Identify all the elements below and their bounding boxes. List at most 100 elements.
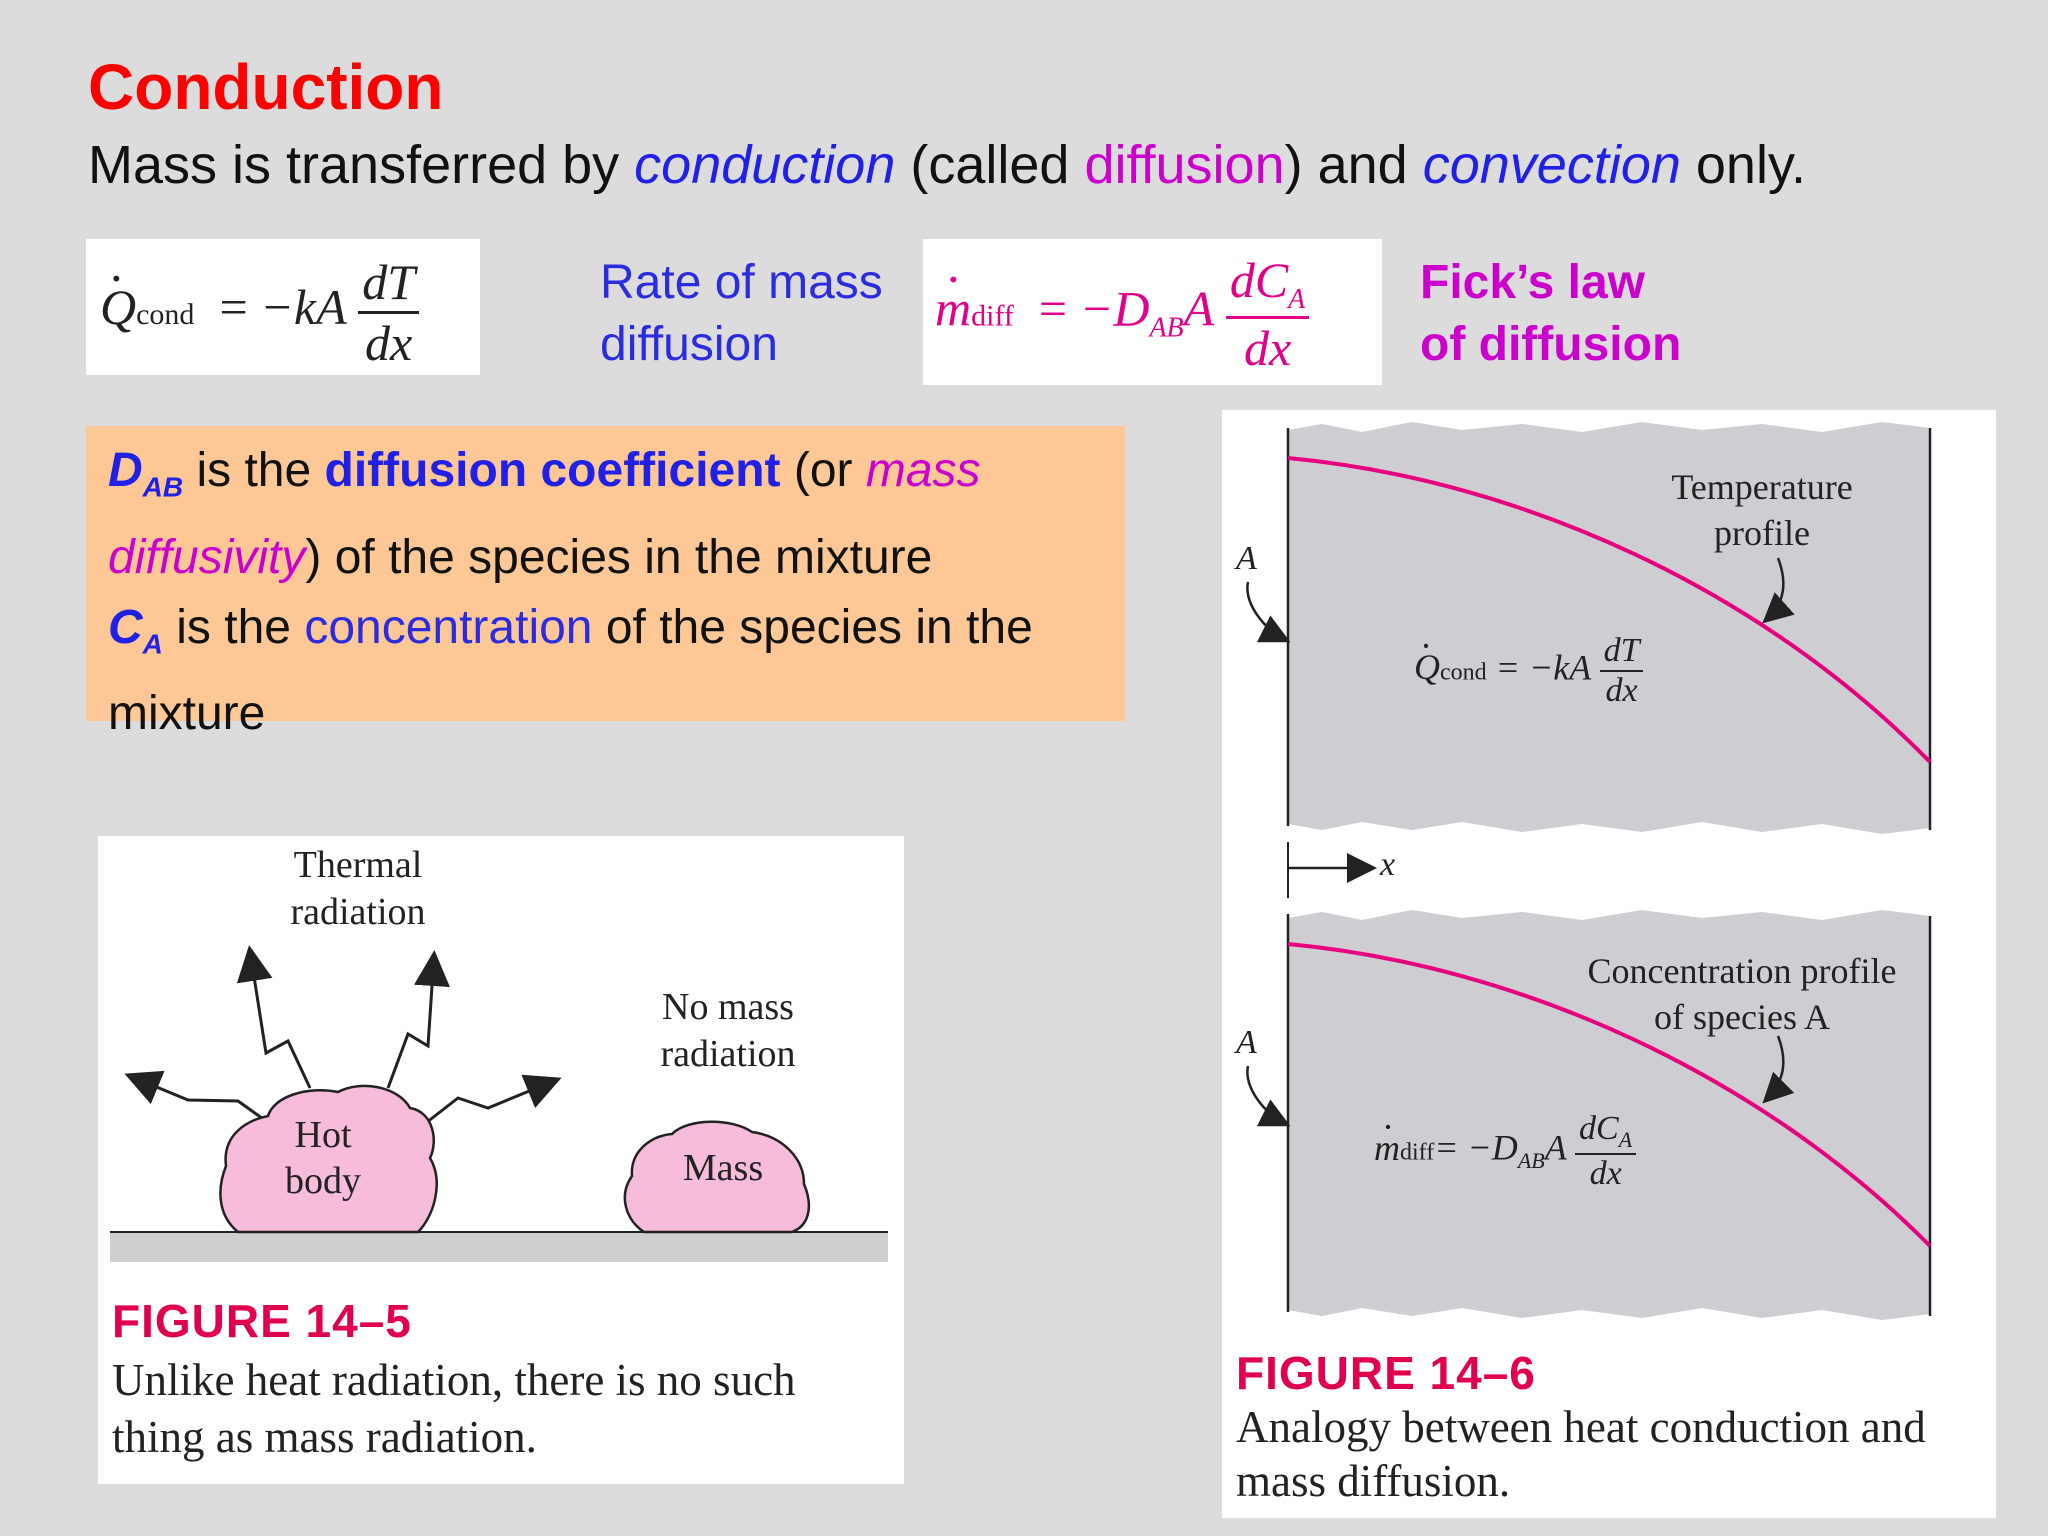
- top-panel-region: [1288, 422, 1930, 834]
- intro-sentence: Mass is transferred by conduction (calle…: [88, 134, 1806, 196]
- mass-eq-num-sub: A: [1288, 284, 1306, 315]
- slide-title: Conduction: [88, 51, 444, 123]
- intro-text-3: ) and: [1284, 135, 1423, 195]
- temperature-pointer-arrow: [1762, 557, 1795, 624]
- d-symbol-sub: AB: [142, 471, 184, 503]
- fig6-caption-line2: mass diffusion.: [1236, 1456, 1511, 1506]
- fig6-caption-line1: Analogy between heat conduction and: [1236, 1402, 1926, 1452]
- hot-line2: body: [285, 1160, 361, 1202]
- fig-heat-rhs: = −kA: [1495, 647, 1591, 688]
- fig-m-dot: m·: [1374, 1106, 1400, 1168]
- d-term: diffusion coefficient: [324, 444, 781, 497]
- area-pointer-bottom: [1246, 1065, 1291, 1127]
- mass-eq-d-sub: AB: [1149, 312, 1184, 344]
- no-mass-line2: radiation: [660, 1033, 796, 1075]
- rate-label-line2: diffusion: [600, 318, 778, 371]
- figure-14-5-id: FIGURE 14–5: [112, 1295, 412, 1347]
- d-text-3: ) of the species in the mixture: [305, 530, 933, 584]
- definition-concentration: CA is the concentration of the species i…: [108, 593, 1105, 750]
- fig-mass-num-sub: A: [1618, 1126, 1633, 1152]
- c-symbol: C: [108, 600, 143, 654]
- figure-14-5: Thermal radiation No mass radiation Hot …: [98, 836, 904, 1484]
- concentration-profile-label: Concentration profile of species A: [1572, 948, 1912, 1040]
- q-dot-symbol: Q·: [100, 249, 137, 335]
- fig-mass-rhs: = −D: [1434, 1127, 1518, 1168]
- mass-eq-num-wrap: dCA: [1225, 251, 1310, 319]
- conc-label-line1: Concentration profile: [1587, 951, 1897, 991]
- temperature-profile-curve: [1287, 456, 1932, 764]
- ficks-line1: Fick’s law: [1420, 256, 1645, 309]
- concentration-profile-curve: [1287, 942, 1932, 1248]
- figure-14-5-caption: Unlike heat radiation, there is no such …: [112, 1352, 902, 1466]
- d-alt: mass diffusivity: [108, 444, 981, 584]
- bottom-panel-region: [1288, 910, 1930, 1320]
- thermal-radiation-label: Thermal radiation: [268, 842, 448, 936]
- ficks-line2: of diffusion: [1420, 318, 1682, 371]
- hot-line1: Hot: [294, 1114, 352, 1156]
- mass-eq-num: dC: [1229, 252, 1289, 308]
- figure-14-6-illustration: [1246, 422, 1932, 1320]
- fig-mass-a: A: [1544, 1127, 1567, 1168]
- mass-label: Mass: [682, 1147, 764, 1189]
- thermal-line2: radiation: [290, 891, 426, 933]
- fig-mass-rhs-sub: AB: [1517, 1147, 1545, 1173]
- figure-14-6: A A x Temperature profile Concentration …: [1222, 410, 1996, 1518]
- ground-surface: [110, 1232, 888, 1262]
- concentration-pointer-arrow: [1762, 1035, 1795, 1104]
- temp-label-line1: Temperature: [1671, 467, 1853, 507]
- c-term: concentration: [304, 600, 593, 654]
- thermal-line1: Thermal: [293, 844, 423, 886]
- no-mass-line1: No mass: [662, 986, 794, 1028]
- heat-eq-den: dx: [365, 315, 413, 371]
- rate-label-line1: Rate of mass: [600, 256, 883, 309]
- heat-eq-sub: cond: [136, 297, 195, 331]
- mass-eq-sub: diff: [971, 299, 1014, 333]
- figure-14-6-caption: Analogy between heat conduction and mass…: [1236, 1400, 1996, 1508]
- mass-eq-d: −D: [1079, 280, 1150, 337]
- fig-mass-num: dC: [1579, 1110, 1619, 1147]
- c-symbol-sub: A: [142, 628, 163, 660]
- figure-14-6-id: FIGURE 14–6: [1236, 1347, 1536, 1399]
- fig-heat-sub: cond: [1440, 659, 1487, 686]
- equals-sign: =: [206, 278, 261, 335]
- radiation-arrow-left: [124, 1070, 267, 1123]
- radiation-arrow-up-left: [236, 945, 312, 1089]
- intro-text-1: Mass is transferred by: [88, 135, 635, 195]
- m-dot-symbol: m·: [935, 251, 972, 337]
- fig-heat-num: dT: [1599, 632, 1644, 672]
- temp-label-line2: profile: [1714, 513, 1810, 553]
- radiation-arrow-up-right: [386, 950, 450, 1089]
- mass-blob: [623, 1120, 811, 1234]
- definition-diffusion-coefficient: DAB is the diffusion coefficient (or mas…: [108, 436, 1105, 593]
- fig5-caption-line1: Unlike heat radiation, there is no such: [112, 1355, 796, 1405]
- intro-text-4: only.: [1680, 135, 1806, 195]
- intro-text-2: (called: [895, 135, 1085, 195]
- heat-eq-rhs: −kA: [260, 278, 346, 335]
- fig-mass-den: dx: [1589, 1154, 1622, 1192]
- mass-eq-a: A: [1183, 280, 1214, 337]
- intro-convection: convection: [1422, 135, 1681, 195]
- d-symbol: D: [108, 444, 143, 497]
- mass-eq-den: dx: [1243, 320, 1292, 376]
- figure-14-5-illustration: [110, 945, 888, 1262]
- intro-conduction: conduction: [634, 135, 896, 195]
- fig-mass-sub: diff: [1400, 1139, 1435, 1166]
- fig-q-dot: Q·: [1414, 626, 1440, 688]
- intro-diffusion: diffusion: [1084, 135, 1285, 195]
- area-pointer-top: [1246, 581, 1291, 643]
- c-text-2: of the species in the mixture: [108, 600, 1033, 741]
- no-mass-radiation-label: No mass radiation: [638, 984, 818, 1078]
- ficks-law-label: Fick’s law of diffusion: [1420, 252, 1681, 376]
- area-label-bottom: A: [1236, 1024, 1257, 1061]
- radiation-arrow-right: [421, 1074, 562, 1128]
